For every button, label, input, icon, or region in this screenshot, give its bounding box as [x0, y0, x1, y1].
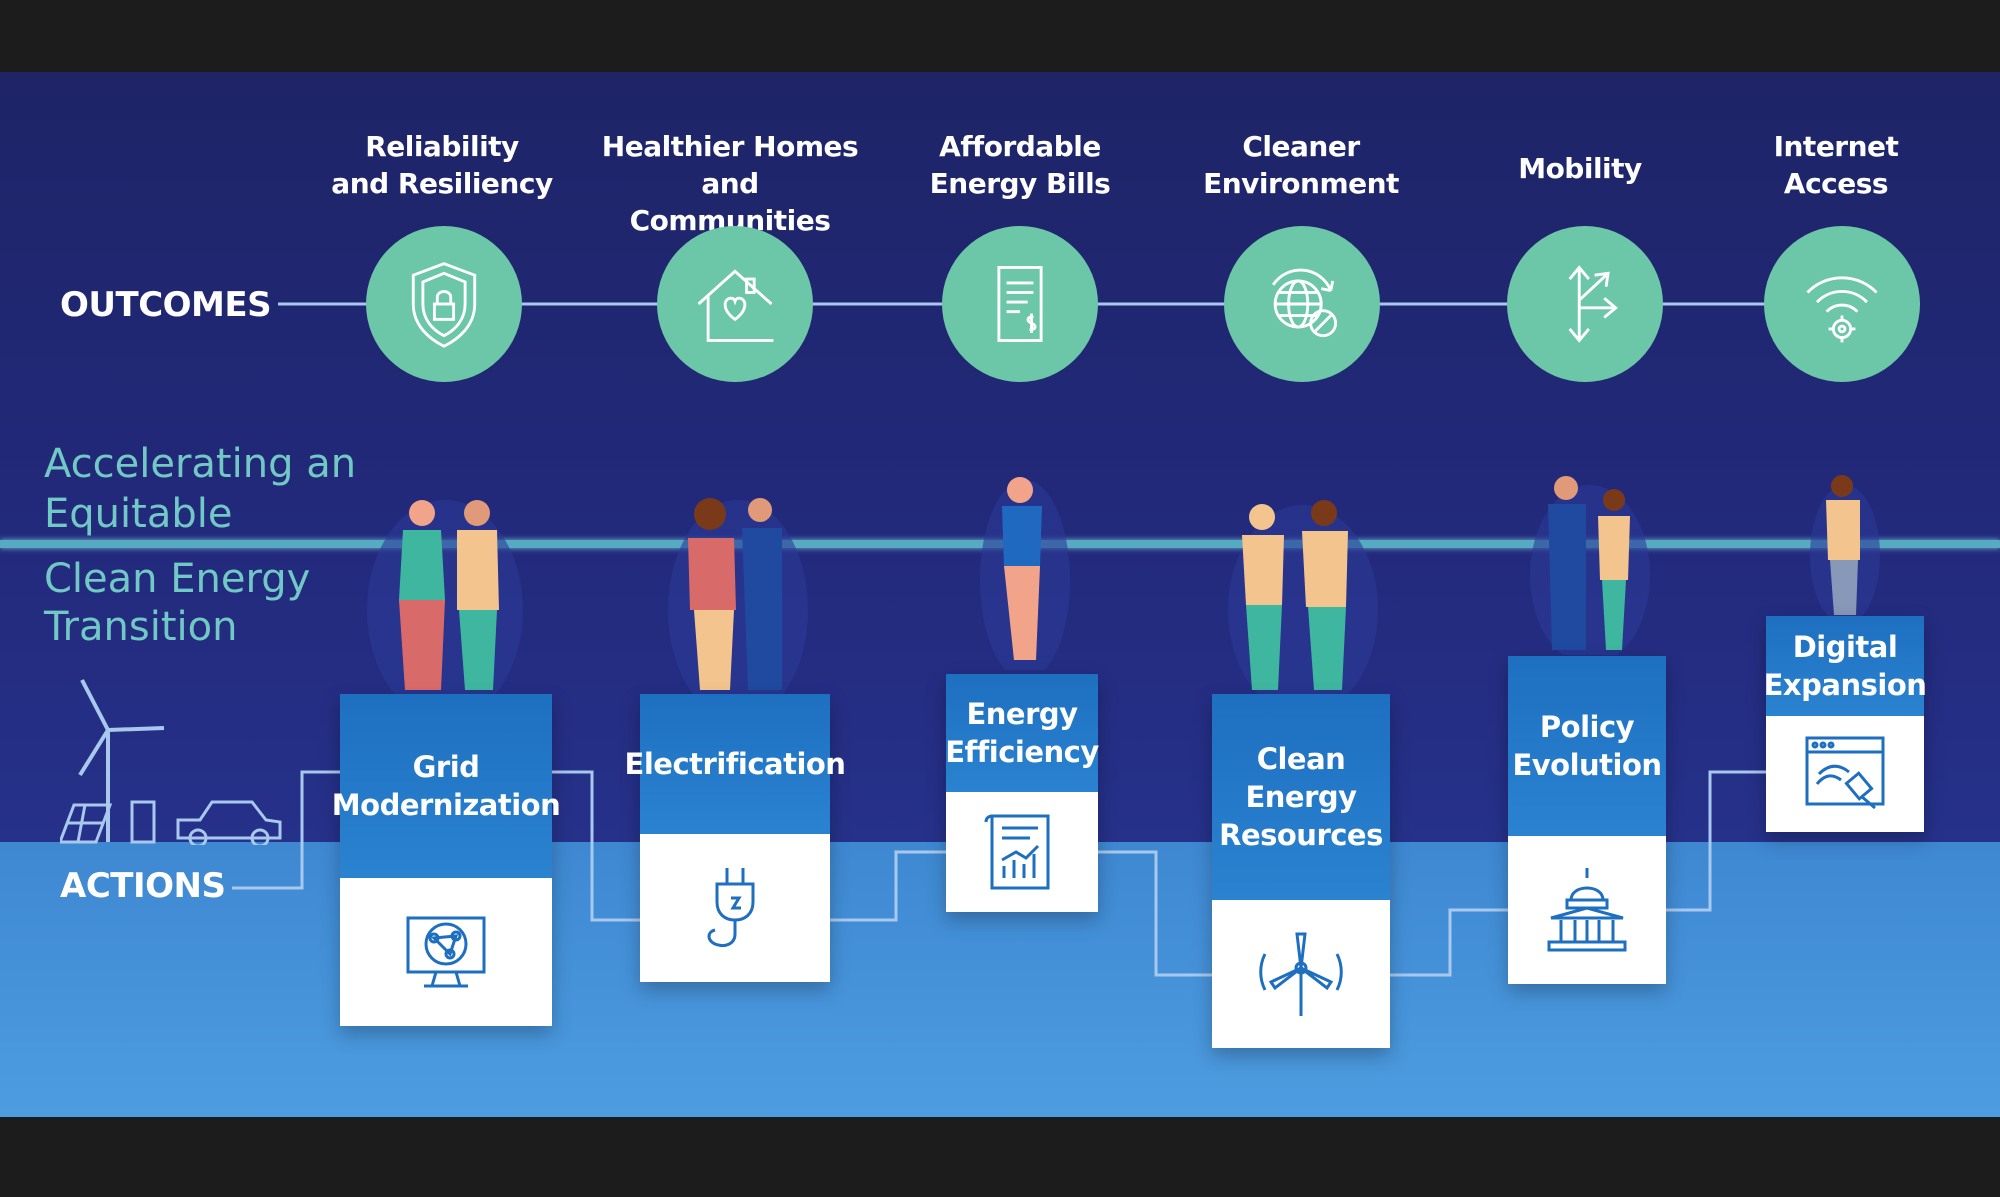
- connector-policy-digital: [1666, 770, 1766, 912]
- actions-connector-line: [232, 770, 340, 890]
- person-illustration-digital: [1810, 475, 1880, 620]
- action-clean-energy-resources: Clean Energy Resources: [1212, 694, 1390, 1048]
- people-illustration-policy: [1530, 476, 1650, 655]
- action-energy-efficiency: Energy Efficiency: [945, 674, 1099, 912]
- direction-arrows-icon: [1568, 265, 1618, 343]
- capitol-building-icon: [1547, 868, 1627, 952]
- wind-turbine-icon: [1259, 932, 1343, 1016]
- house-heart-icon: [697, 269, 774, 342]
- top-letterbox: [0, 0, 2000, 72]
- shield-lock-icon: [411, 262, 477, 348]
- wind-turbine-illustration: [78, 679, 165, 842]
- outcome-title-affordable-bills: Affordable Energy Bills: [929, 130, 1111, 200]
- outcome-internet-access: [1764, 226, 1920, 382]
- action-policy-evolution: Policy Evolution: [1508, 656, 1666, 984]
- outcomes-label: OUTCOMES: [60, 285, 272, 325]
- outcome-reliability: [366, 226, 522, 382]
- person-illustration-efficiency: [980, 477, 1070, 670]
- outcome-affordable-bills: [942, 226, 1098, 382]
- outcome-title-healthier-homes: Healthier Homes and Communities: [601, 130, 859, 237]
- outcome-title-mobility: Mobility: [1518, 152, 1642, 185]
- car-illustration: [176, 800, 282, 845]
- outcome-title-reliability: Reliability and Resiliency: [331, 130, 553, 200]
- globe-leaf-icon: [1271, 268, 1338, 338]
- action-digital-expansion: Digital Expansion: [1764, 616, 1927, 832]
- connector-clean-resources-policy: [1390, 908, 1508, 977]
- people-illustration-grid: [367, 500, 523, 695]
- action-electrification: Electrification: [625, 694, 846, 982]
- tagline-line-1: Accelerating an: [44, 441, 357, 487]
- outcome-title-cleaner-environment: Cleaner Environment: [1203, 130, 1399, 200]
- bill-document-icon: [997, 266, 1043, 342]
- browser-plug-icon: [1805, 736, 1885, 810]
- tagline-line-2: Equitable: [44, 491, 233, 537]
- people-illustration-electrification: [668, 498, 808, 695]
- electric-plug-icon: [707, 868, 755, 948]
- energy-scene-illustration: [60, 679, 282, 845]
- wifi-gear-icon: [1806, 276, 1878, 343]
- action-grid-modernization: Grid Modernization: [332, 694, 561, 1026]
- actions-label: ACTIONS: [60, 866, 226, 906]
- solar-panel-illustration: [60, 803, 113, 844]
- outcome-title-internet-access: Internet Access: [1773, 130, 1899, 200]
- tagline-line-4: Transition: [44, 604, 238, 650]
- connector-efficiency-clean-resources: [1098, 850, 1212, 977]
- tagline-line-3: Clean Energy: [44, 556, 311, 602]
- people-illustration-clean-energy: [1228, 500, 1378, 695]
- charger-illustration: [130, 800, 156, 844]
- connector-electrification-efficiency: [830, 850, 946, 922]
- outcome-cleaner-environment: [1224, 226, 1380, 382]
- bottom-letterbox: [0, 1117, 2000, 1197]
- connector-grid-electrification: [552, 770, 640, 922]
- chart-document-icon: [984, 814, 1050, 890]
- outcome-healthier-homes: [657, 226, 813, 382]
- monitor-network-icon: [406, 916, 486, 988]
- outcome-mobility: [1507, 226, 1663, 382]
